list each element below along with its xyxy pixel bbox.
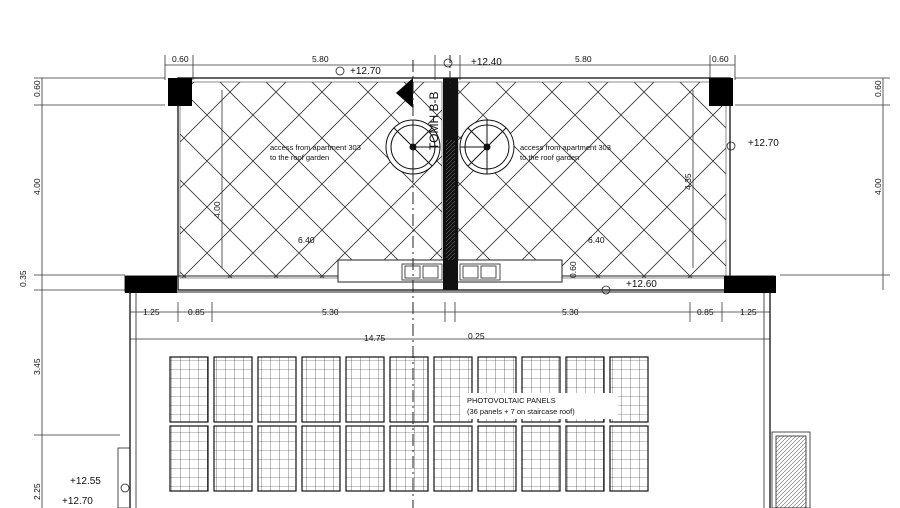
dim-wall-025: 0.25 [468,331,485,341]
pv-panel [301,356,341,423]
spiral-stair-right [459,119,515,175]
note-access-left-line1: access from apartment 303 [270,143,361,152]
dim-bottom-530-left: 5.30 [322,307,339,317]
level-right-mid: +12.70 [748,138,779,149]
level-bottom-b: +12.70 [62,496,93,507]
dim-bottom-125-left: 1.25 [143,307,160,317]
dim-small-060: 0.60 [568,261,578,278]
dim-right-top-edge: 0.60 [873,80,883,97]
pv-panel [477,425,517,492]
pv-panel [213,356,253,423]
central-wall-hatch [446,140,455,260]
dim-left-bottom: 2.25 [32,483,42,500]
roof-garden-right [457,81,727,279]
pv-panel [609,425,649,492]
dim-bottom-085-left: 0.85 [188,307,205,317]
lower-left-frame [117,447,131,508]
roof-garden-left [179,81,443,279]
columns [125,78,776,293]
pv-panel [301,425,341,492]
dim-bottom-085-right: 0.85 [697,307,714,317]
dim-left-top-edge: 0.60 [32,80,42,97]
pv-panel [565,425,605,492]
pv-panel [257,425,297,492]
pv-label-mask [460,393,618,419]
pv-subtitle: (36 panels + 7 on staircase roof) [467,407,575,416]
level-bottom-a: +12.55 [70,476,101,487]
dim-top-right-edge: 0.60 [712,54,729,64]
level-markers [120,58,736,493]
dim-top-left-span: 5.80 [312,54,329,64]
pv-panel [169,425,209,492]
dim-left-gap: 0.35 [18,270,28,287]
sink-left [401,263,443,281]
pv-panel [213,425,253,492]
pv-panel [169,356,209,423]
note-access-left-line2: to the roof garden [270,153,329,162]
pv-panel [257,356,297,423]
stair-roof-hatch [775,435,807,508]
dim-left-depth: 4.00 [32,178,42,195]
dim-inner-width-left: 6.40 [298,235,315,245]
pv-title: PHOTOVOLTAIC PANELS [467,396,556,405]
dim-inner-depth-left: 4.00 [212,201,222,218]
dim-bottom-530-right: 5.30 [562,307,579,317]
dim-top-left-edge: 0.60 [172,54,189,64]
stair-roof-frame [771,431,811,508]
pv-panel [521,425,561,492]
note-access-right-line1: access from apartment 303 [520,143,611,152]
pv-panel [345,425,385,492]
dim-inner-depth-right: 4.35 [683,173,693,190]
note-access-right-line2: to the roof garden [520,153,579,162]
pv-panel [345,356,385,423]
pv-panel [389,425,429,492]
pv-panel [389,356,429,423]
section-label: TOMH B-B [427,92,441,150]
dim-overall: 14.75 [364,333,386,343]
photovoltaic-panel-array [169,356,649,492]
dim-bottom-125-right: 1.25 [740,307,757,317]
level-inner-right: +12.60 [626,279,657,290]
dim-left-lower: 3.45 [32,358,42,375]
dim-inner-width-right: 6.40 [588,235,605,245]
spiral-stair-left [385,119,441,175]
dim-right-depth: 4.00 [873,178,883,195]
sink-right [459,263,501,281]
section-arrow-icon [396,78,413,108]
dim-top-right-span: 5.80 [575,54,592,64]
pv-panel [433,425,473,492]
level-top-center: +12.40 [471,57,502,68]
level-top-left: +12.70 [350,66,381,77]
